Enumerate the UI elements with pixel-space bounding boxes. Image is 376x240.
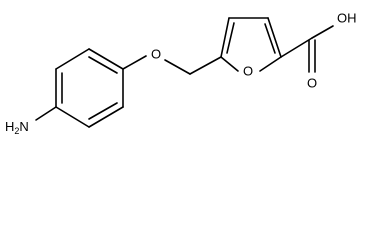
bond: [267, 17, 282, 58]
amine-n: N: [19, 119, 28, 134]
structure-diagram: H2N O O OH O: [5, 10, 357, 136]
ether-oxygen: O: [151, 46, 161, 61]
amine-subscript: 2: [14, 126, 19, 136]
bond: [259, 56, 282, 72]
bond: [55, 48, 90, 70]
carbonyl-oxygen: O: [307, 75, 317, 90]
amine-h: H: [5, 119, 14, 134]
amine-label: H2N: [5, 119, 29, 136]
ring-oxygen: O: [243, 63, 253, 78]
ether-ch2-bond: [164, 59, 191, 75]
double-bond-inner: [226, 22, 235, 54]
furan-ring: [220, 17, 282, 72]
double-bond-inner: [88, 56, 118, 74]
acid-oh-bond: [311, 25, 334, 39]
aryl-ether-bond: [122, 55, 147, 70]
bond: [220, 56, 239, 72]
ch2-furan-bond: [189, 56, 222, 75]
double-bond-inner: [264, 23, 276, 54]
amine-bond: [35, 106, 57, 121]
bond: [220, 17, 230, 58]
bond: [88, 48, 124, 70]
acid-oh-label: OH: [337, 10, 357, 25]
acid-bond: [280, 37, 313, 58]
bond: [55, 106, 90, 128]
double-bond-inner: [88, 102, 118, 120]
benzene-ring: [55, 48, 124, 128]
bond: [88, 106, 124, 128]
